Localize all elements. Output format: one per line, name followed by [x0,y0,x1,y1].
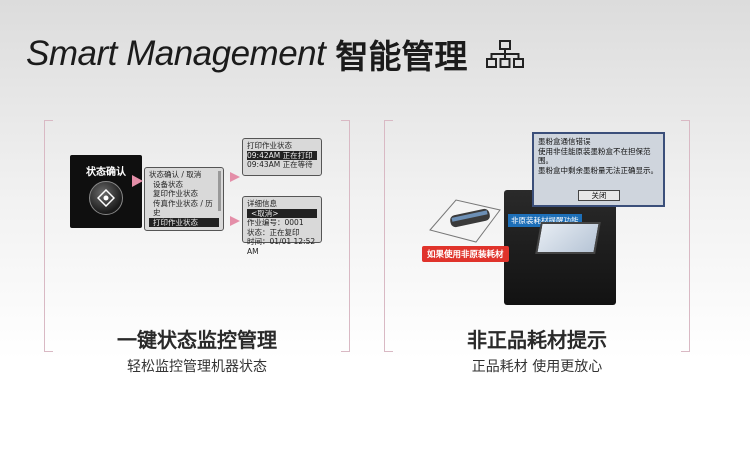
status-button-knob [89,181,123,215]
arrow-icon [230,216,240,226]
status-monitor-panel: 状态确认 状态确认 / 取消 设备状态 复印作业状态 传真作业状态 / 历史 打… [44,120,350,375]
panel-subtitle: 正品耗材 使用更放心 [471,359,603,375]
toner-cartridge-illustration [429,199,501,243]
lcd-line: 设备状态 [153,179,183,189]
lcd-line: 详细信息 [247,199,277,208]
lcd-menu-screen: 状态确认 / 取消 设备状态 复印作业状态 传真作业状态 / 历史 打印作业状态 [144,167,224,231]
lcd-line-selected: 打印作业状态 [149,217,219,227]
lcd-line-selected: <取消> [247,208,317,218]
warning-label: 如果使用非原装耗材 [422,246,509,262]
page-title-en: Smart Management [26,34,326,73]
status-button-illustration: 状态确认 [70,155,142,228]
status-button-label: 状态确认 [86,167,126,178]
genuine-supplies-panel: 非原装耗材提醒功能 墨粉盒通信错误 使用非佳能原装墨粉盒不在担保范围。 墨粉盒中… [384,120,690,375]
dialog-close-button[interactable]: 关闭 [578,190,620,201]
panel-title: 一键状态监控管理 [117,328,277,352]
bracket-right [681,120,690,352]
arrow-icon [132,175,143,187]
lcd-detail-screen: 详细信息 <取消> 作业编号：0001 状态：正在复印 时间：01/01 12:… [242,196,322,256]
bracket-left [44,120,53,352]
lcd-line: 状态：正在复印 [247,227,300,237]
printer-screen [535,222,601,254]
toner-error-dialog: 墨粉盒通信错误 使用非佳能原装墨粉盒不在担保范围。 墨粉盒中剩余墨粉量无法正确显… [532,132,665,207]
lcd-line: 作业编号：0001 [247,218,304,227]
lcd-line: 复印作业状态 [153,189,198,198]
panel-title: 非正品耗材提示 [467,328,607,352]
lcd-print-status-screen: 打印作业状态 09:42AM 正在打印 09:43AM 正在等待 [242,138,322,176]
lcd-line: 09:43AM 正在等待 [247,160,313,169]
lcd-scrollbar [218,171,221,211]
lcd-line-selected: 09:42AM 正在打印 [247,150,317,160]
lcd-line: 时间：01/01 12:52 AM [247,237,316,256]
dialog-line: 使用非佳能原装墨粉盒不在担保范围。 [538,146,651,166]
dialog-line: 墨粉盒中剩余墨粉量无法正确显示。 [538,165,658,175]
page-header: Smart Management 智能管理 [26,34,525,76]
dialog-title: 墨粉盒通信错误 [538,137,591,146]
lcd-line: 传真作业状态 / 历史 [153,198,213,218]
diamond-icon [97,189,115,207]
bracket-left [384,120,393,352]
arrow-icon [230,172,240,182]
page-title-cn: 智能管理 [335,37,468,76]
lcd-line: 状态确认 / 取消 [149,170,202,179]
lcd-line: 打印作业状态 [247,141,292,150]
printer-illustration: 非原装耗材提醒功能 [504,190,616,305]
hierarchy-icon [486,40,525,68]
bracket-right [341,120,350,352]
panel-subtitle: 轻松监控管理机器状态 [127,359,267,375]
